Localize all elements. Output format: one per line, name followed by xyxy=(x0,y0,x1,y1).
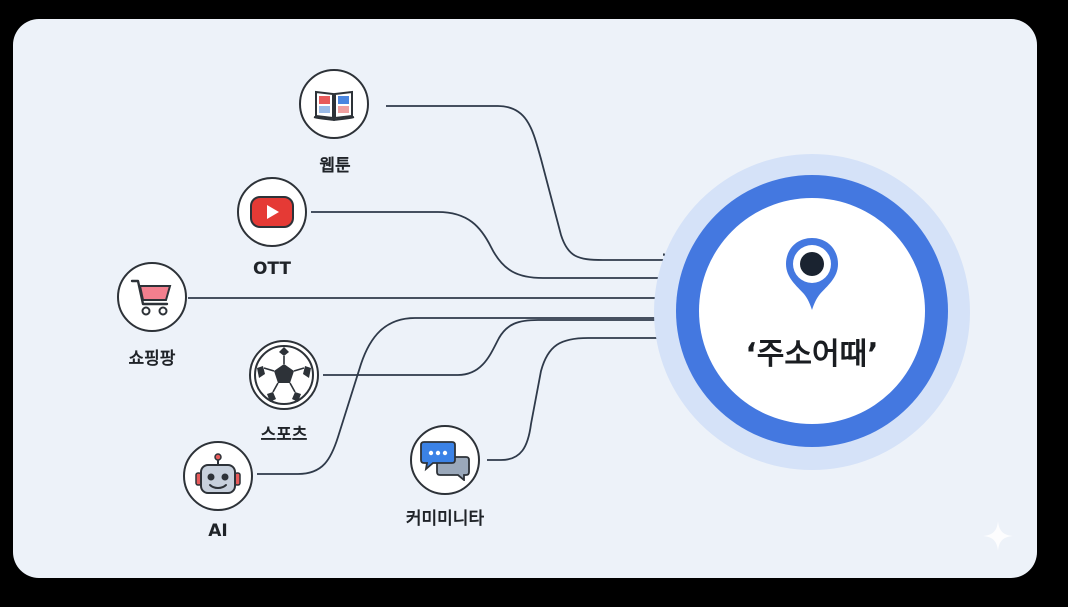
connector-webtoon xyxy=(386,105,676,260)
location-pin-icon xyxy=(786,238,838,310)
webtoon-node xyxy=(299,69,369,139)
ott-label: OTT xyxy=(252,259,292,279)
ott-node xyxy=(237,177,307,247)
sparkle-icon xyxy=(983,521,1013,551)
connector-ai xyxy=(257,318,673,475)
ai-label: AI xyxy=(208,521,228,541)
diagram-canvas: ‘주소어때’ 웹툰 OTT 쇼핑팡 xyxy=(13,19,1037,578)
shopping-cart-icon xyxy=(130,279,172,316)
connector-ott xyxy=(311,211,673,278)
connector-sports xyxy=(323,320,673,376)
soccer-ball-icon xyxy=(254,345,314,405)
shopping-label: 쇼핑팡 xyxy=(128,349,176,369)
chat-bubbles-icon xyxy=(420,441,470,481)
webtoon-label: 웹툰 xyxy=(319,156,351,176)
connector-layer xyxy=(188,105,1037,475)
hub-circle xyxy=(699,198,925,424)
community-label: 커미미니타 xyxy=(405,509,485,529)
ai-node xyxy=(183,441,253,511)
open-book-icon xyxy=(313,90,355,121)
connector-community xyxy=(487,338,673,461)
robot-icon xyxy=(195,453,241,494)
hub-title: ‘주소어때’ xyxy=(745,337,879,372)
sports-node xyxy=(249,340,319,410)
sports-label: 스포츠 xyxy=(260,425,308,445)
community-node xyxy=(410,425,480,495)
shopping-node xyxy=(117,262,187,332)
video-play-icon xyxy=(250,196,294,228)
